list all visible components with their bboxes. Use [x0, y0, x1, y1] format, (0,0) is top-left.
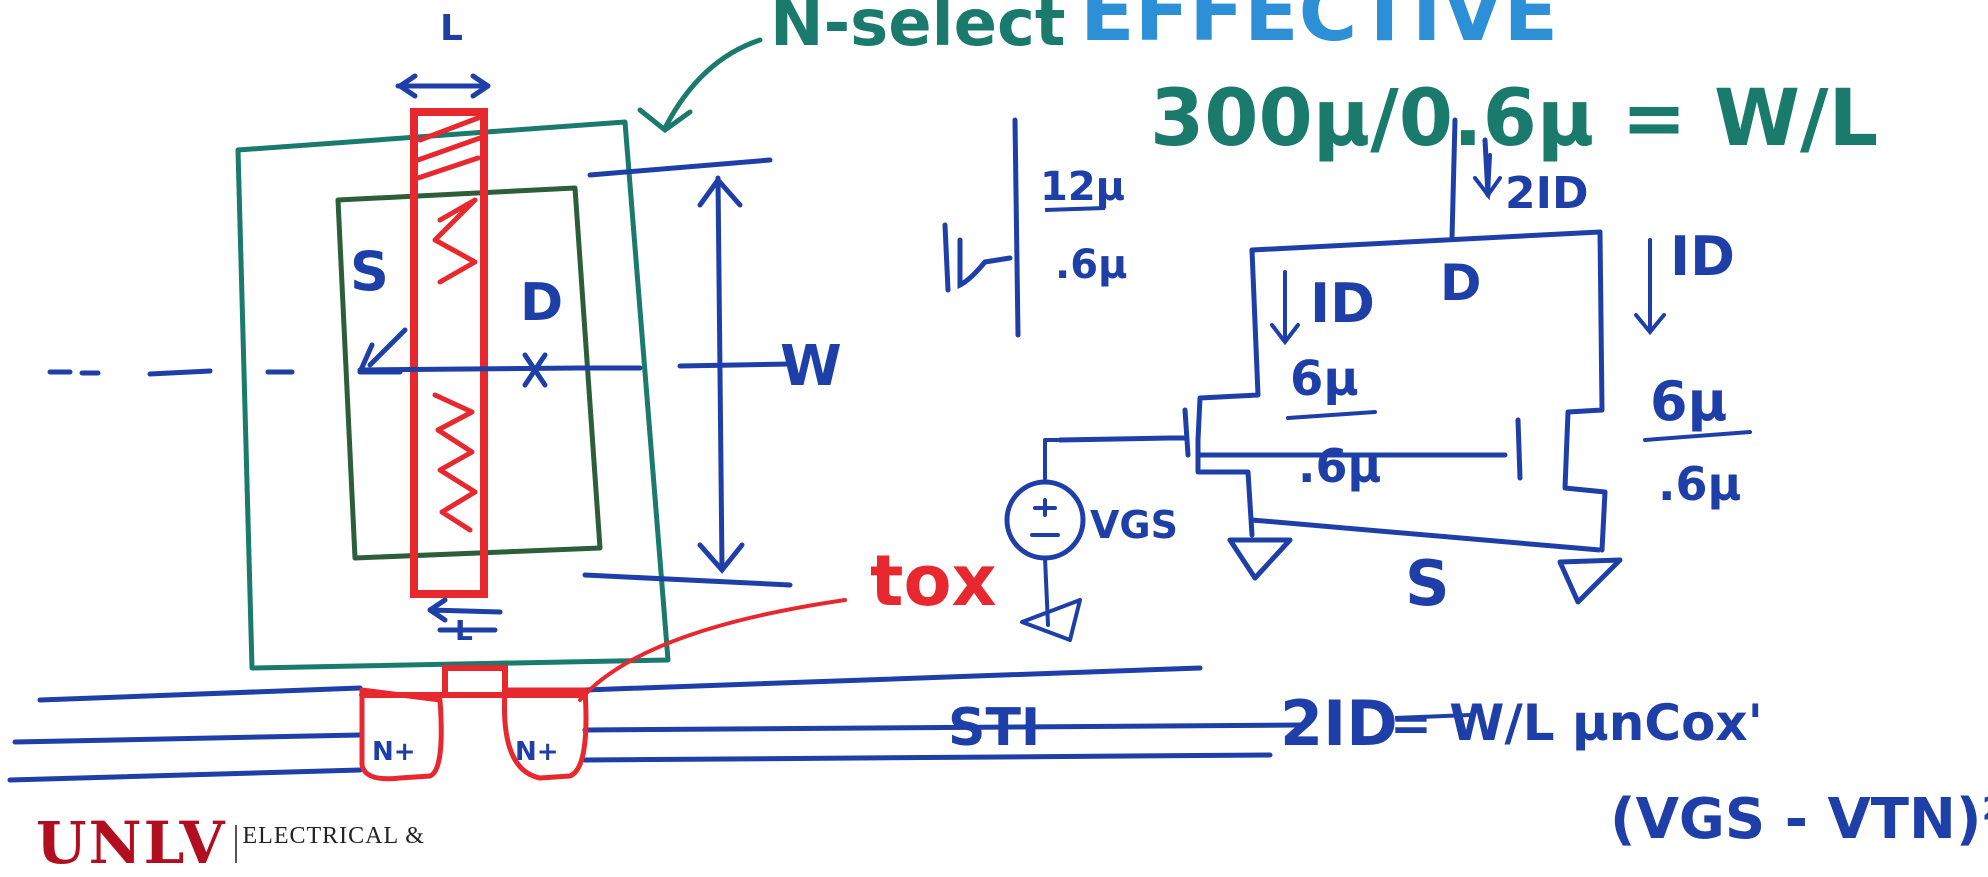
circuit [942, 117, 1752, 720]
vgs-label: VGS [1090, 503, 1178, 547]
right-fet-numerator: 6μ [1650, 370, 1727, 433]
vgs-source [1004, 479, 1086, 561]
right-fet-denominator: .6μ [1658, 457, 1741, 511]
effective-label: EFFECTIVE [1080, 0, 1558, 59]
left-fet [1057, 247, 1261, 538]
nselect-boundary [235, 119, 671, 671]
s-node-label: S [1405, 547, 1450, 620]
ratio-equation: 300μ/0.6μ = W/L [1150, 74, 1878, 164]
source-label: S [350, 240, 389, 303]
substrate-lines [7, 665, 1303, 783]
small-fet-denominator: .6μ [1055, 242, 1127, 288]
equation-line2: (VGS - VTN)² [1610, 787, 1988, 852]
l-bottom-label: L [455, 614, 473, 647]
small-fet-numerator: 12μ [1040, 164, 1125, 210]
tox-pointer [578, 598, 847, 702]
gate-centerline [47, 361, 793, 377]
logo-wordmark: UNLV [36, 809, 227, 877]
source-arrow [357, 327, 548, 388]
small-fet-symbol [942, 117, 1021, 338]
layout-view [47, 37, 793, 671]
nselect-label: N-select [770, 0, 1066, 61]
left-fet-denominator: .6μ [1298, 439, 1381, 493]
l-bottom-arrow [427, 597, 503, 633]
tox-label: tox [870, 540, 997, 622]
right-fet [1195, 229, 1608, 553]
l-dimension-arrow [395, 73, 491, 99]
w-dimension-line [582, 157, 793, 588]
l-top-label: L [440, 8, 463, 49]
nplus-wells [359, 687, 589, 782]
id-right-label: ID [1670, 225, 1735, 288]
nplus-right-label: N+ [515, 737, 559, 767]
two-id-label: 2ID [1505, 168, 1589, 219]
nselect-pointer-arrow [637, 37, 763, 134]
source-rail [1227, 517, 1623, 605]
left-fet-numerator: 6μ [1290, 351, 1359, 407]
poly-hatch [415, 115, 483, 533]
sti-label: STI [948, 698, 1040, 758]
w-label: W [780, 334, 842, 399]
current-arrows [1270, 153, 1666, 346]
d-node-label: D [1440, 254, 1482, 312]
logo-department: ELECTRICAL & [242, 823, 425, 849]
active-region [335, 185, 603, 561]
vgs-wires [1020, 438, 1082, 642]
equation-bar [1394, 713, 1471, 720]
cross-section [7, 598, 1303, 783]
drain-label: D [520, 273, 563, 333]
poly-gate [410, 108, 488, 598]
nplus-left-label: N+ [372, 737, 416, 767]
equation-lhs: 2ID [1280, 687, 1398, 760]
fraction-bars [1286, 410, 1752, 442]
small-fet-bar [1044, 206, 1106, 212]
unlv-logo: UNLV ELECTRICAL & [36, 809, 425, 877]
equation-rhs: = W/L μnCox' [1390, 694, 1763, 752]
id-left-label: ID [1310, 272, 1375, 335]
cross-section-gate [359, 665, 588, 698]
logo-divider [234, 825, 237, 863]
